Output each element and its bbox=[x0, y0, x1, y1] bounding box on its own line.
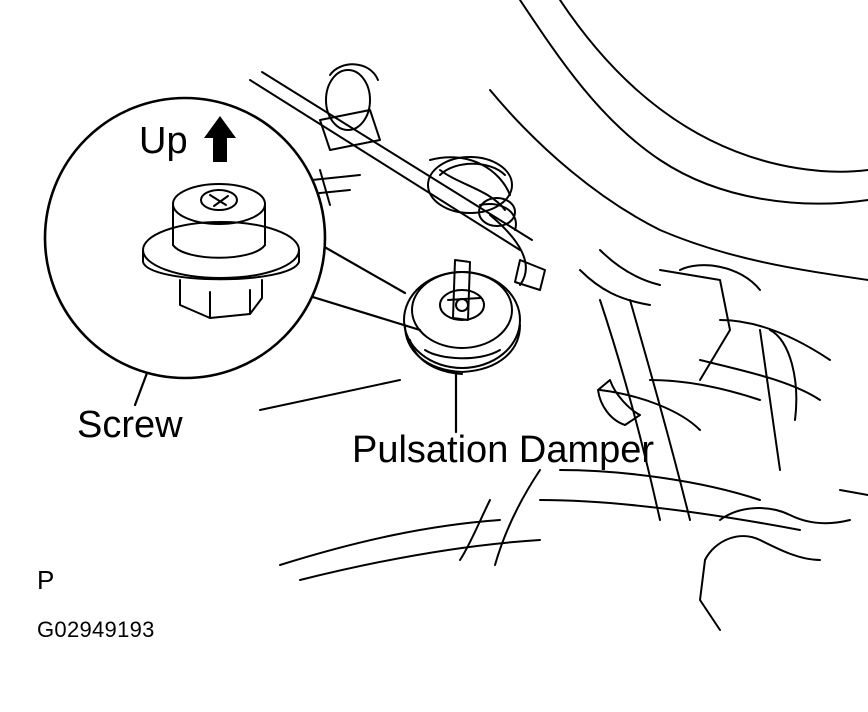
figure-code-label: G02949193 bbox=[37, 617, 155, 642]
engine-background bbox=[249, 0, 868, 631]
magnified-detail-view bbox=[43, 96, 327, 380]
arrow-up-icon bbox=[204, 116, 236, 162]
pulsation-damper-label: Pulsation Damper bbox=[352, 429, 655, 471]
view-code-label: P bbox=[37, 565, 55, 595]
up-label: Up bbox=[139, 120, 188, 162]
screw-label: Screw bbox=[77, 404, 183, 446]
pulsation-damper-illustration bbox=[403, 259, 521, 375]
